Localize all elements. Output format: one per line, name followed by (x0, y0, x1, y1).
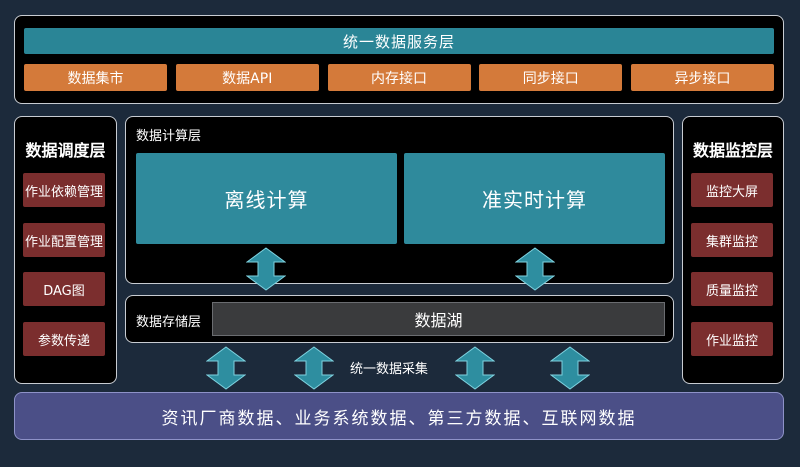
data-sources-bar: 资讯厂商数据、业务系统数据、第三方数据、互联网数据 (14, 392, 784, 440)
compute-storage-arrow-right-icon (515, 247, 555, 291)
interface-memory: 内存接口 (327, 64, 471, 91)
interface-async: 异步接口 (631, 64, 774, 91)
interface-data-api: 数据API (175, 64, 319, 91)
interface-sync: 同步接口 (479, 64, 623, 91)
monitoring-layer-title: 数据监控层 (692, 141, 773, 160)
compute-layer-panel: 数据计算层 离线计算 准实时计算 (125, 116, 674, 284)
collection-arrow-1-icon (206, 346, 246, 390)
scheduling-layer-title: 数据调度层 (25, 141, 106, 160)
monitoring-item-job: 作业监控 (691, 322, 773, 356)
data-lake-box: 数据湖 (212, 302, 665, 336)
scheduling-item-config: 作业配置管理 (23, 223, 105, 257)
monitoring-layer-panel: 数据监控层 监控大屏 集群监控 质量监控 作业监控 (682, 116, 784, 384)
collection-arrow-4-icon (550, 346, 590, 390)
storage-layer-title: 数据存储层 (136, 315, 202, 330)
monitoring-item-cluster: 集群监控 (691, 223, 773, 257)
offline-compute-box: 离线计算 (136, 153, 397, 244)
compute-layer-title: 数据计算层 (136, 129, 202, 144)
scheduling-item-dag: DAG图 (23, 272, 105, 306)
realtime-compute-box: 准实时计算 (404, 153, 665, 244)
collection-arrow-2-icon (294, 346, 334, 390)
monitoring-item-dashboard: 监控大屏 (691, 173, 773, 207)
storage-layer-panel: 数据存储层 数据湖 (125, 295, 674, 343)
collection-arrow-3-icon (455, 346, 495, 390)
scheduling-item-dependency: 作业依赖管理 (23, 173, 105, 207)
service-layer-title: 统一数据服务层 (24, 28, 774, 54)
scheduling-item-params: 参数传递 (23, 322, 105, 356)
scheduling-layer-panel: 数据调度层 作业依赖管理 作业配置管理 DAG图 参数传递 (14, 116, 117, 384)
interface-data-mart: 数据集市 (24, 64, 167, 91)
collection-label: 统一数据采集 (350, 362, 429, 377)
interface-row: 数据集市 数据API 内存接口 同步接口 异步接口 (24, 64, 774, 91)
monitoring-item-quality: 质量监控 (691, 272, 773, 306)
compute-storage-arrow-left-icon (246, 247, 286, 291)
